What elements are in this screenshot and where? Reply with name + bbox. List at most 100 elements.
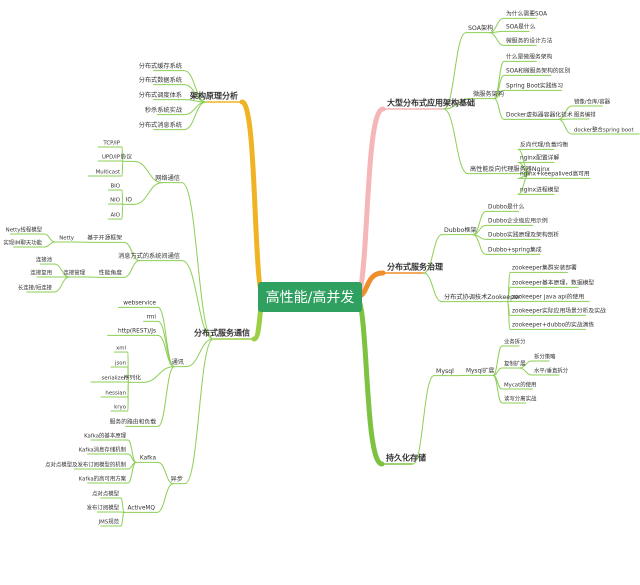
node-b4-0-0-3: 读写分离实战 <box>504 395 537 403</box>
node-b2-0-2: Dubbo实践原理及架构剖析 <box>488 231 559 239</box>
node-b3-2-3-2: serializer <box>101 376 126 382</box>
node-b3-0-0-2: Multicast <box>96 170 120 176</box>
node-b3-1-0-0-1: 实现IM聊天功能 <box>3 239 42 247</box>
node-b0: 架构原理分析 <box>189 91 238 101</box>
node-b1-1-3-0: 镜像/仓库/容器 <box>574 98 611 106</box>
node-b3-0-1-2: AIO <box>110 213 120 219</box>
link-b3-3-0 <box>157 461 174 485</box>
node-b3-3: 异步 <box>171 475 183 483</box>
node-b1-2-2: nginx+keepalived高可用 <box>520 170 590 178</box>
node-b2-0: Dubbo框架 <box>444 226 477 234</box>
node-b3-1-1-0-1: 连接复用 <box>30 269 52 277</box>
link-b3-3-0-3 <box>127 461 137 484</box>
node-b0-2: 分布式调度体系 <box>139 91 182 99</box>
node-b2-0-3: Dubbo+spring集成 <box>488 246 542 254</box>
link-b0-3 <box>183 101 207 116</box>
node-b4-0-0-1-0: 拆分策略 <box>534 353 556 361</box>
node-b4-0-0: Mysql扩展 <box>466 367 495 375</box>
link-b3-2 <box>185 338 214 368</box>
node-b3-0-1-1: NIO <box>110 198 120 204</box>
node-b4-0-0-1-1: 水平/垂直拆分 <box>534 367 569 375</box>
node-b3-0-1: IO <box>126 198 133 204</box>
node-b3-3-1: ActiveMQ <box>128 506 156 512</box>
node-b1-1-3-1: 服务编排 <box>574 111 596 119</box>
link-b2-1 <box>423 272 443 303</box>
node-b4-0: Mysql <box>436 368 454 375</box>
node-b1-0-1: SOA是什么 <box>506 23 536 31</box>
node-b4-0-0-0: 业务拆分 <box>504 338 526 346</box>
main-branch-architecture <box>239 99 267 300</box>
node-b2-1-4: zookeeper+dubbo的实战演练 <box>512 321 594 329</box>
node-b3-1-0: 基于开源框架 <box>87 234 122 242</box>
node-b3-0-0-0: TCP/IP <box>102 141 120 147</box>
link-b4-0-0-1-1 <box>518 367 533 376</box>
node-b0-0: 分布式缓存系统 <box>139 62 182 70</box>
node-b3-3-1-0: 点对点模型 <box>92 490 120 498</box>
link-b0-0 <box>183 70 207 103</box>
node-b3-2-3-4: kryo <box>114 405 126 411</box>
node-b2-1-0: zookeeper集群安装部署 <box>512 264 577 272</box>
node-b3-1-1-0: 连接管理 <box>63 269 85 277</box>
node-b1-1-1: SOA和微服务架构的区别 <box>506 67 570 75</box>
link-b1-1-3 <box>493 98 505 120</box>
node-b3-0-0-1: UPD/IP <box>102 155 121 161</box>
node-b2-0-1: Dubbo企业级应用示例 <box>488 217 548 225</box>
link-b1-2-3 <box>517 173 531 195</box>
node-b4: 持久化存储 <box>386 453 426 463</box>
node-b3-3-0-1: Kafka消息存储机制 <box>79 446 126 454</box>
node-b0-4: 分布式消息系统 <box>139 121 182 129</box>
node-b1-2-0: 反向代理/负载均衡 <box>520 141 569 149</box>
node-b3-3-0-0: Kafka的基本原理 <box>84 432 127 440</box>
link-b4-0-0-3 <box>492 374 503 404</box>
node-b3-1-1-0-2: 长连接/短连接 <box>18 284 53 292</box>
link-b0-4 <box>183 101 207 131</box>
link-b3-0-1-2 <box>121 203 124 220</box>
node-b3-3-0: Kafka <box>140 456 157 462</box>
link-b3-1-0 <box>123 241 141 262</box>
node-b4-0-0-1: 复制扩展 <box>504 360 526 368</box>
node-b3-2-3-1: json <box>114 361 126 367</box>
link-b2-0 <box>423 234 443 274</box>
node-b3-1: 消息方式的系统间通信 <box>118 252 180 260</box>
node-b3-1-1: 性能角度 <box>99 269 122 277</box>
node-b3-2-3-0: xml <box>116 346 126 352</box>
link-b1-1-3-2 <box>557 118 573 135</box>
node-b3-3-1-1: 发布订阅模型 <box>87 504 120 512</box>
node-b3-0-1-0: BIO <box>110 184 120 190</box>
link-b2-0-3 <box>472 234 487 255</box>
node-b2-1-1: zookeeper基本原理，数据模型 <box>512 279 594 287</box>
node-b2-1-3: zookeeper实际应用场景分析及实战 <box>512 307 606 315</box>
node-b1-0-0: 为什么需要SOA <box>506 10 547 18</box>
node-b2-0-0: Dubbo是什么 <box>488 203 525 211</box>
link-b3-3-1 <box>156 483 174 513</box>
center-node-label: 高性能/高并发 <box>266 289 355 306</box>
node-b0-1: 分布式数据系统 <box>139 76 182 84</box>
node-b1-1: 微服务架构 <box>473 90 504 98</box>
link-b3-3 <box>184 338 214 485</box>
link-b3-1-0-0-0 <box>43 233 56 243</box>
node-b1-1-3: Docker虚拟器容器化技术 <box>506 111 573 119</box>
link-b4-0 <box>412 375 435 465</box>
node-b2-1: 分布式协调技术Zookeeper <box>444 293 521 301</box>
link-b3-0-1-0 <box>121 189 124 205</box>
link-b3-1 <box>181 260 214 340</box>
node-b3-2-2: http(REST)/Js <box>118 329 156 335</box>
node-b0-3: 秒杀系统实战 <box>145 106 183 114</box>
node-b3-2-3-3: hessian <box>105 391 126 397</box>
link-b1-2 <box>443 108 469 175</box>
link-b1-0 <box>443 32 467 110</box>
link-b1-0-2 <box>488 32 505 46</box>
node-b1-1-3-2: docker整合spring boot <box>574 126 634 134</box>
link-b4-0-0-0 <box>492 345 503 376</box>
main-branch-distributed <box>353 106 386 300</box>
node-b3-3-1-2: JMS规范 <box>98 518 120 526</box>
node-b3-1-0-0: Netty <box>59 236 75 242</box>
node-b4-0-0-2: Mycat的使用 <box>504 381 536 389</box>
node-b3-1-1-0-0: 连接池 <box>36 256 53 264</box>
link-b3-0 <box>181 182 214 340</box>
node-b3-2-0: webservice <box>123 301 156 307</box>
node-b2: 分布式服务治理 <box>387 262 443 272</box>
node-b3-1-0-0-0: Netty线程模型 <box>6 226 43 234</box>
